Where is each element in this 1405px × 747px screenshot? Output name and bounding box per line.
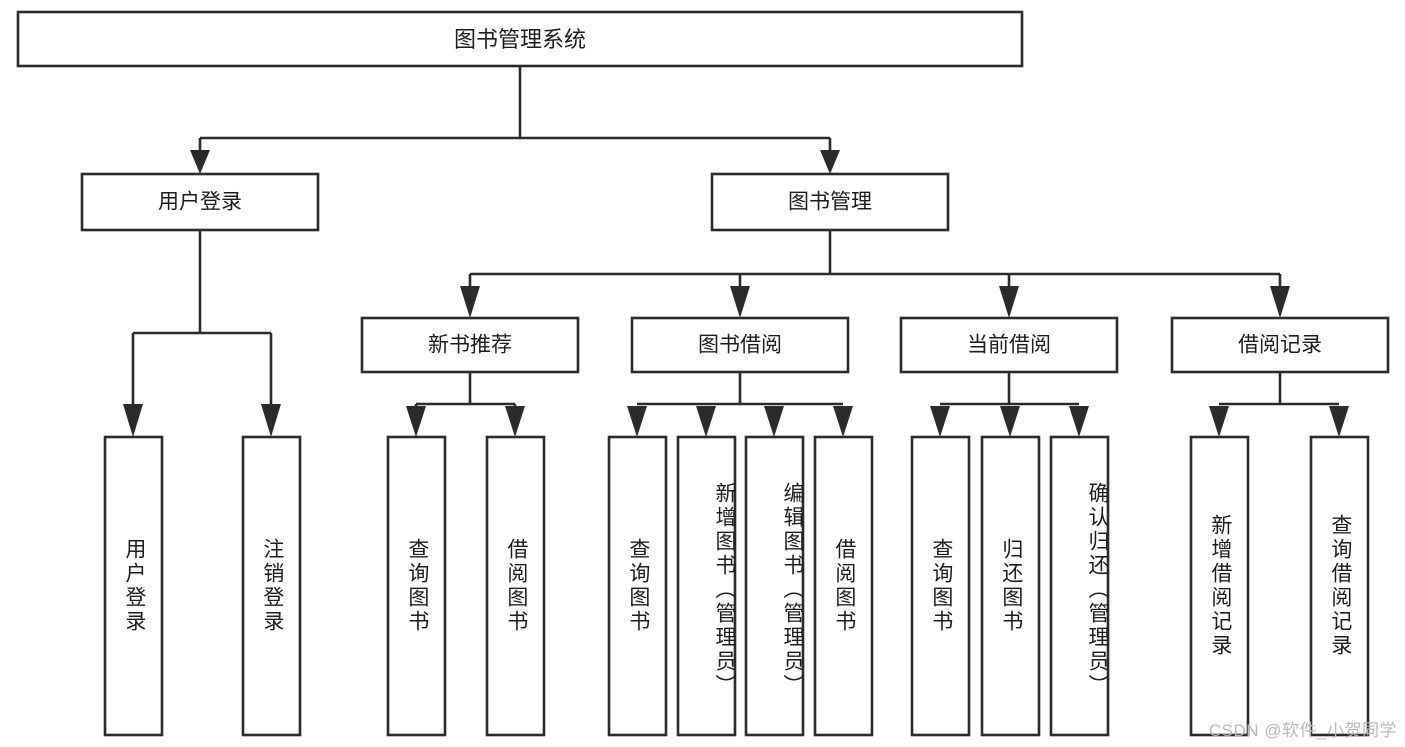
borrow-record-label: 借阅记录 xyxy=(1238,334,1322,357)
arrow-to-book-borrow xyxy=(730,286,750,318)
book-management-box[interactable] xyxy=(710,172,950,232)
csdn-watermark: CSDN @软件_小贺同学 xyxy=(1208,721,1397,740)
arrow-to-leaf-edit-book xyxy=(764,406,784,437)
arrow-to-leaf-confirm-return xyxy=(1069,406,1089,437)
leaf-box-add-book[interactable] xyxy=(676,435,737,737)
root-label: 图书管理系统 xyxy=(454,27,586,52)
node-user-login[interactable]: 用户登录 xyxy=(80,172,320,232)
leaf-box-logout[interactable] xyxy=(241,435,302,737)
arrow-to-leaf-add-book xyxy=(696,406,716,437)
node-new-book-recommend[interactable]: 新书推荐 xyxy=(360,316,580,374)
borrow-record-box[interactable] xyxy=(1170,316,1390,374)
leaf-box-user-login[interactable] xyxy=(103,435,164,737)
arrow-to-leaf-borrow-book-b xyxy=(833,406,853,437)
leaf-box-query-book-b[interactable] xyxy=(607,435,668,737)
leaf-box-borrow-book-b[interactable] xyxy=(813,435,874,737)
user-login-box[interactable] xyxy=(80,172,320,232)
arrow-to-leaf-query-record xyxy=(1329,406,1349,437)
leaf-box-query-book-c[interactable] xyxy=(910,435,971,737)
node-borrow-record[interactable]: 借阅记录 xyxy=(1170,316,1390,374)
leaf-box-borrow-book-a[interactable] xyxy=(485,435,546,737)
arrow-to-user-login xyxy=(190,150,210,174)
current-borrow-box[interactable] xyxy=(899,316,1119,374)
arrow-to-leaf-query-book-a xyxy=(406,406,426,437)
edges-layer xyxy=(123,66,1349,437)
arrow-to-borrow-record xyxy=(1270,286,1290,318)
arrow-to-new-book-rec xyxy=(460,286,480,318)
leaf-box-return-book[interactable] xyxy=(980,435,1041,737)
book-management-label: 图书管理 xyxy=(788,191,872,214)
leaf-box-confirm-return[interactable] xyxy=(1049,435,1110,737)
node-book-management[interactable]: 图书管理 xyxy=(710,172,950,232)
arrow-to-leaf-borrow-book-a xyxy=(505,406,525,437)
arrow-to-book-mgmt xyxy=(820,150,840,174)
new-book-recommend-box[interactable] xyxy=(360,316,580,374)
arrow-to-leaf-query-book-b xyxy=(627,406,647,437)
book-borrow-label: 图书借阅 xyxy=(698,334,782,357)
user-login-label: 用户登录 xyxy=(158,191,242,214)
node-current-borrow[interactable]: 当前借阅 xyxy=(899,316,1119,374)
node-book-borrow[interactable]: 图书借阅 xyxy=(630,316,850,374)
arrow-to-leaf-logout xyxy=(261,404,281,437)
leaf-box-query-record[interactable] xyxy=(1309,435,1370,737)
leaf-box-edit-book[interactable] xyxy=(744,435,805,737)
root-box[interactable] xyxy=(16,10,1024,68)
node-root-system[interactable]: 图书管理系统 xyxy=(16,10,1024,68)
arrow-to-leaf-query-book-c xyxy=(930,406,950,437)
leaf-boxes-layer xyxy=(103,435,1370,737)
arrow-to-leaf-add-record xyxy=(1209,406,1229,437)
leaf-box-query-book-a[interactable] xyxy=(386,435,447,737)
leaf-box-add-record[interactable] xyxy=(1189,435,1250,737)
arrow-to-current-borrow xyxy=(999,286,1019,318)
arrow-to-leaf-return-book xyxy=(1000,406,1020,437)
current-borrow-label: 当前借阅 xyxy=(967,334,1051,357)
new-book-recommend-label: 新书推荐 xyxy=(428,334,512,357)
arrow-to-leaf-user-login xyxy=(123,404,143,437)
book-borrow-box[interactable] xyxy=(630,316,850,374)
